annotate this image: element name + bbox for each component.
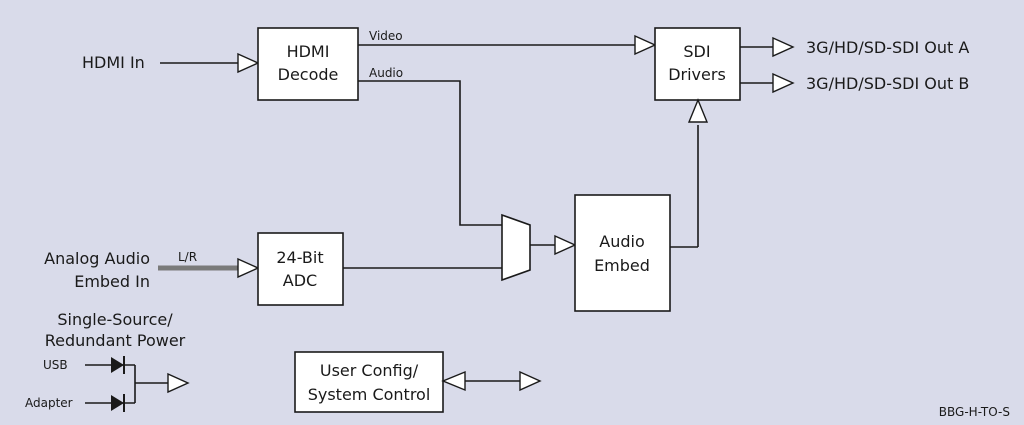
usb-diode	[85, 356, 135, 374]
hdmi-in-label: HDMI In	[82, 53, 145, 72]
model-code: BBG-H-TO-S	[939, 405, 1010, 419]
control-arrow-left	[441, 370, 466, 392]
user-config-label-2: System Control	[308, 385, 431, 404]
adapter-label: Adapter	[25, 396, 73, 410]
power-title-2: Redundant Power	[45, 331, 186, 350]
embed-to-sdi-arrow	[687, 98, 709, 123]
adc-block: 24-Bit ADC	[257, 232, 344, 306]
video-arrow	[634, 35, 656, 55]
control-arrow-right	[519, 371, 541, 391]
power-out-arrow	[167, 373, 189, 393]
adapter-diode	[85, 394, 135, 412]
sdi-drivers-label-2: Drivers	[668, 65, 726, 84]
sdi-drivers-block: SDI Drivers	[654, 27, 741, 101]
user-config-label-1: User Config/	[320, 361, 419, 380]
audio-embed-label-2: Embed	[594, 256, 650, 275]
analog-label-2: Embed In	[74, 272, 150, 291]
audio-embed-label-1: Audio	[599, 232, 644, 251]
audio-wire	[358, 80, 502, 226]
lr-label: L/R	[178, 250, 197, 264]
adc-label-2: ADC	[283, 271, 317, 290]
out-a-arrow	[772, 37, 794, 57]
mux-to-embed-arrow	[554, 235, 576, 255]
usb-label: USB	[43, 358, 68, 372]
power-title-1: Single-Source/	[57, 310, 173, 329]
video-signal-label: Video	[369, 29, 403, 43]
out-b-arrow	[772, 73, 794, 93]
hdmi-decode-block: HDMI Decode	[257, 27, 359, 101]
analog-label-1: Analog Audio	[44, 249, 150, 268]
sdi-drivers-label-1: SDI	[683, 42, 710, 61]
audio-embed-block: Audio Embed	[574, 194, 671, 312]
hdmi-in-arrow	[237, 53, 259, 73]
analog-in-arrow	[237, 258, 259, 278]
out-a-label: 3G/HD/SD-SDI Out A	[806, 38, 969, 57]
adc-label-1: 24-Bit	[276, 248, 323, 267]
hdmi-decode-label-1: HDMI	[287, 42, 330, 61]
audio-signal-label: Audio	[369, 66, 403, 80]
out-b-label: 3G/HD/SD-SDI Out B	[806, 74, 969, 93]
audio-mux	[501, 213, 531, 282]
user-config-block: User Config/ System Control	[294, 351, 444, 413]
hdmi-decode-label-2: Decode	[278, 65, 339, 84]
